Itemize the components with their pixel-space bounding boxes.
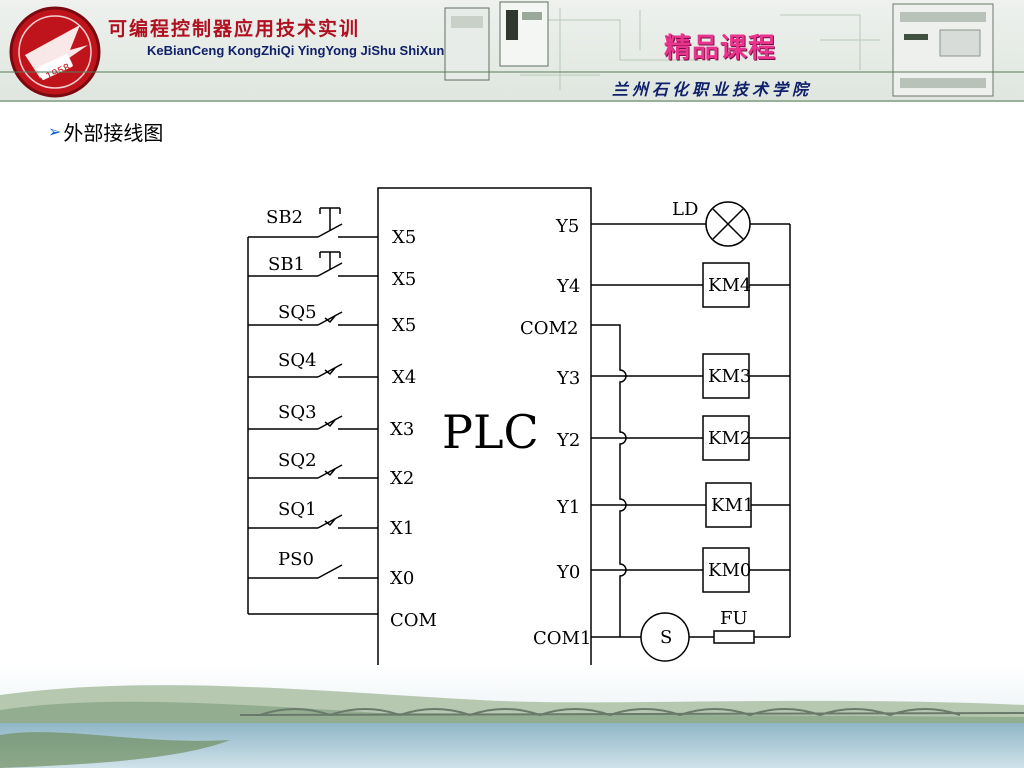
header-pinyin: KeBianCeng KongZhiQi YingYong JiShu ShiX… <box>147 43 445 58</box>
output-terminal-label: Y4 <box>556 276 580 297</box>
input-terminal-label: X2 <box>390 468 414 489</box>
plc-module-image <box>444 1 994 97</box>
input-device-label: SQ1 <box>278 499 317 520</box>
input-device-label: SQ5 <box>278 302 317 323</box>
output-terminal-label: COM1 <box>533 628 591 649</box>
input-terminal-label: X3 <box>390 419 414 440</box>
header-banner: 1958 可编程控制器应用技术实训 KeBianCeng KongZhiQi Y… <box>0 0 1024 102</box>
input-com-label: COM <box>390 610 437 631</box>
input-device-label: SQ3 <box>278 402 317 423</box>
footer-landscape-image <box>0 665 1024 768</box>
logo-icon: 1958 <box>9 6 101 98</box>
output-terminal-label: Y3 <box>556 368 580 389</box>
section-heading: ➢ 外部接线图 <box>48 117 163 146</box>
input-device-label: SQ2 <box>278 450 317 471</box>
arrow-bullet-icon: ➢ <box>48 122 62 141</box>
sb1-switch-symbol <box>317 251 343 277</box>
input-device-label: PS0 <box>278 549 314 570</box>
km4-coil <box>702 262 750 308</box>
input-terminal-label: X0 <box>390 568 414 589</box>
output-terminal-label: Y1 <box>556 497 580 518</box>
input-device-label: SB2 <box>266 207 303 228</box>
input-device-label: SQ4 <box>278 350 317 371</box>
header-tag: 精品课程 <box>664 33 776 64</box>
output-device-label: LD <box>672 199 698 220</box>
input-terminal-label: X5 <box>392 269 416 290</box>
header-title: 可编程控制器应用技术实训 <box>108 18 361 40</box>
output-terminal-label: COM2 <box>520 318 578 339</box>
sb2-switch-symbol <box>317 207 343 238</box>
output-terminal-label: Y0 <box>556 562 580 583</box>
header-decoration: 1958 <box>0 1 1024 98</box>
input-terminal-label: X1 <box>390 518 414 539</box>
header-college: 兰州石化职业技术学院 <box>612 80 813 99</box>
km0-coil <box>702 547 750 593</box>
section-title: 外部接线图 <box>63 121 164 145</box>
fuse-symbol <box>713 630 755 644</box>
km1-coil <box>705 482 752 528</box>
plc-label: PLC <box>442 405 539 459</box>
output-terminal-label: Y2 <box>556 430 580 451</box>
input-terminal-label: X4 <box>392 367 416 388</box>
limit-switch-symbols <box>317 311 343 579</box>
power-source-symbol <box>640 612 690 662</box>
input-terminal-label: X5 <box>392 315 416 336</box>
km3-coil <box>702 353 750 399</box>
output-device-label: KM0 <box>708 560 751 581</box>
output-device-label: KM3 <box>708 366 751 387</box>
source-label: S <box>660 627 672 648</box>
lamp-symbol <box>705 201 751 247</box>
bridge-icon <box>239 708 1024 717</box>
input-device-label: SB1 <box>268 254 305 275</box>
fuse-label: FU <box>720 608 748 629</box>
wiring-diagram: PLC SB2 SB1 SQ5 SQ4 SQ3 SQ2 SQ1 PS0 X5 X… <box>247 187 791 667</box>
output-device-label: KM1 <box>711 495 754 516</box>
output-terminal-label: Y5 <box>555 216 579 237</box>
input-terminal-label: X5 <box>392 227 416 248</box>
output-device-label: KM2 <box>708 428 751 449</box>
output-device-label: KM4 <box>708 275 751 296</box>
km2-coil <box>702 415 750 461</box>
